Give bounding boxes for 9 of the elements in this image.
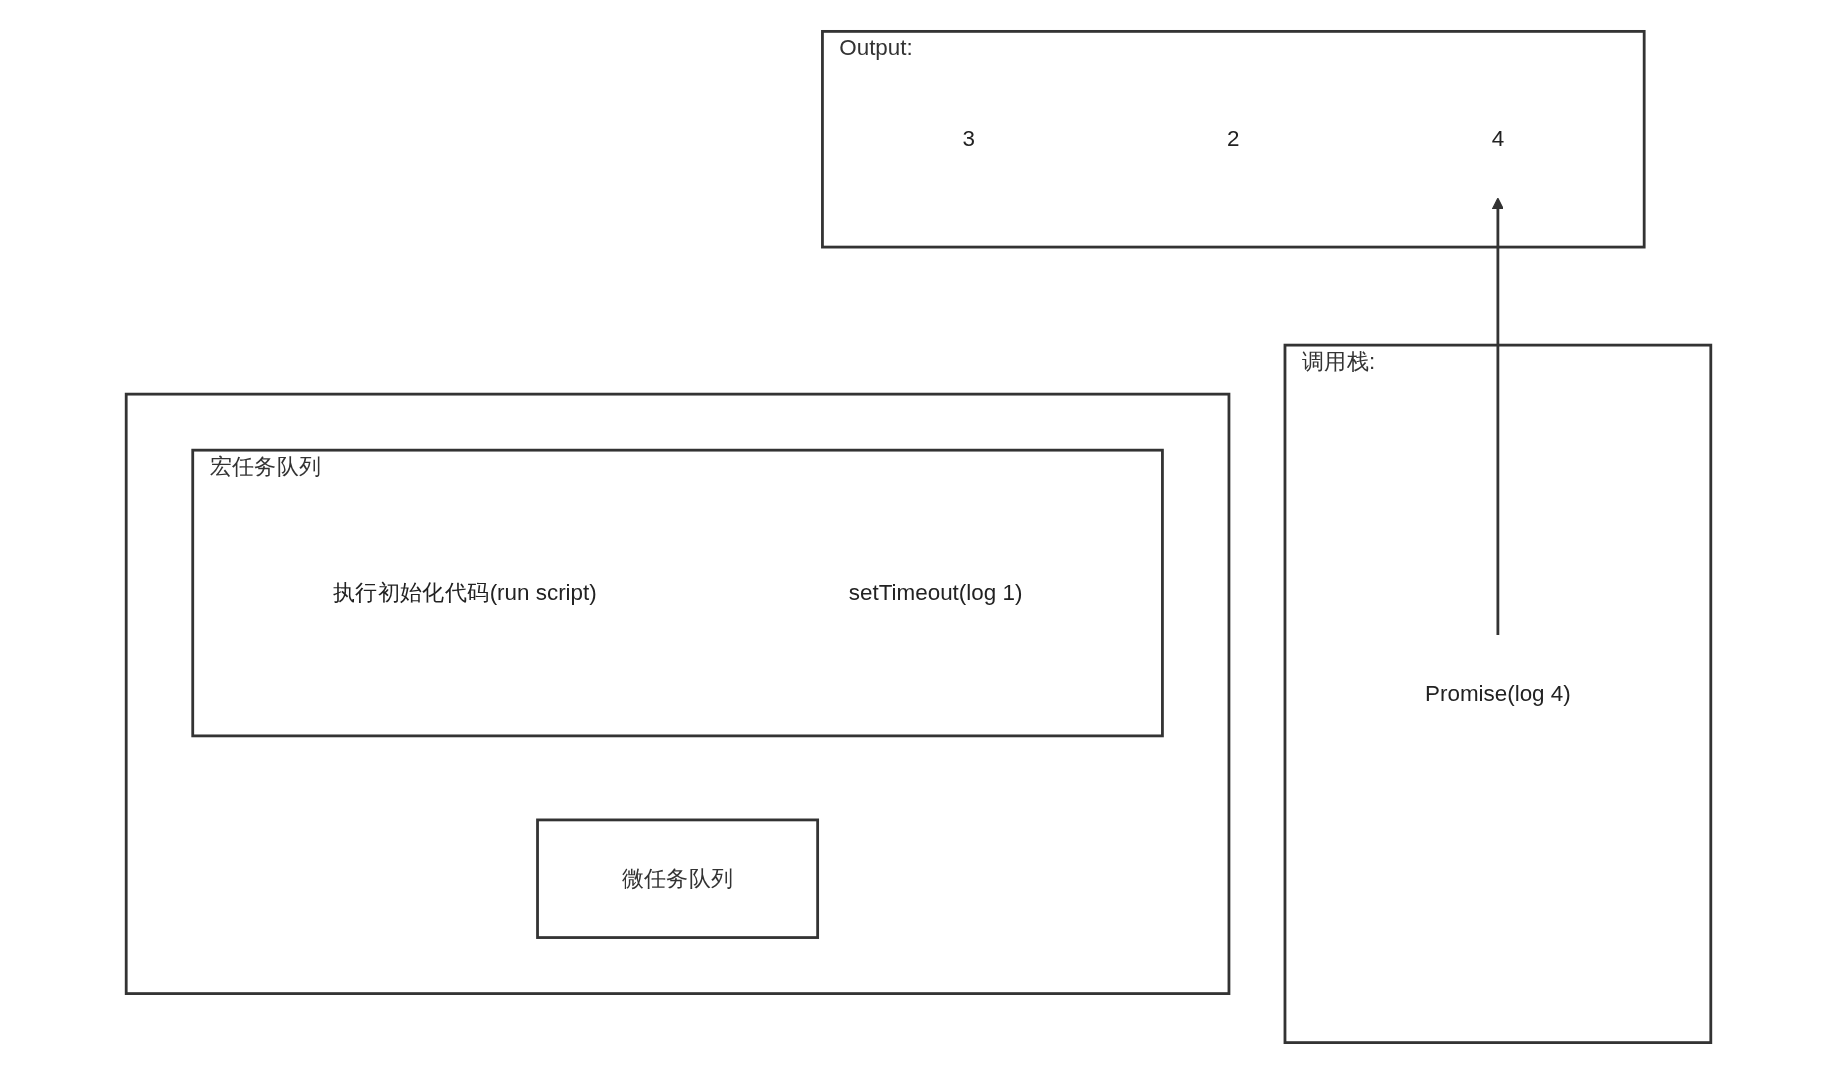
node-box: 微任务队列 [536,818,820,939]
node-text: Promise(log 4) [1425,681,1571,706]
cluster [124,392,1231,995]
node-text: setTimeout(log 1) [848,580,1023,605]
node-text: 4 [1491,126,1505,151]
node-text: 2 [1227,126,1240,151]
node-text: 3 [962,126,975,151]
node-text: 执行初始化代码(run script) [332,580,597,605]
arrow [1491,197,1505,636]
